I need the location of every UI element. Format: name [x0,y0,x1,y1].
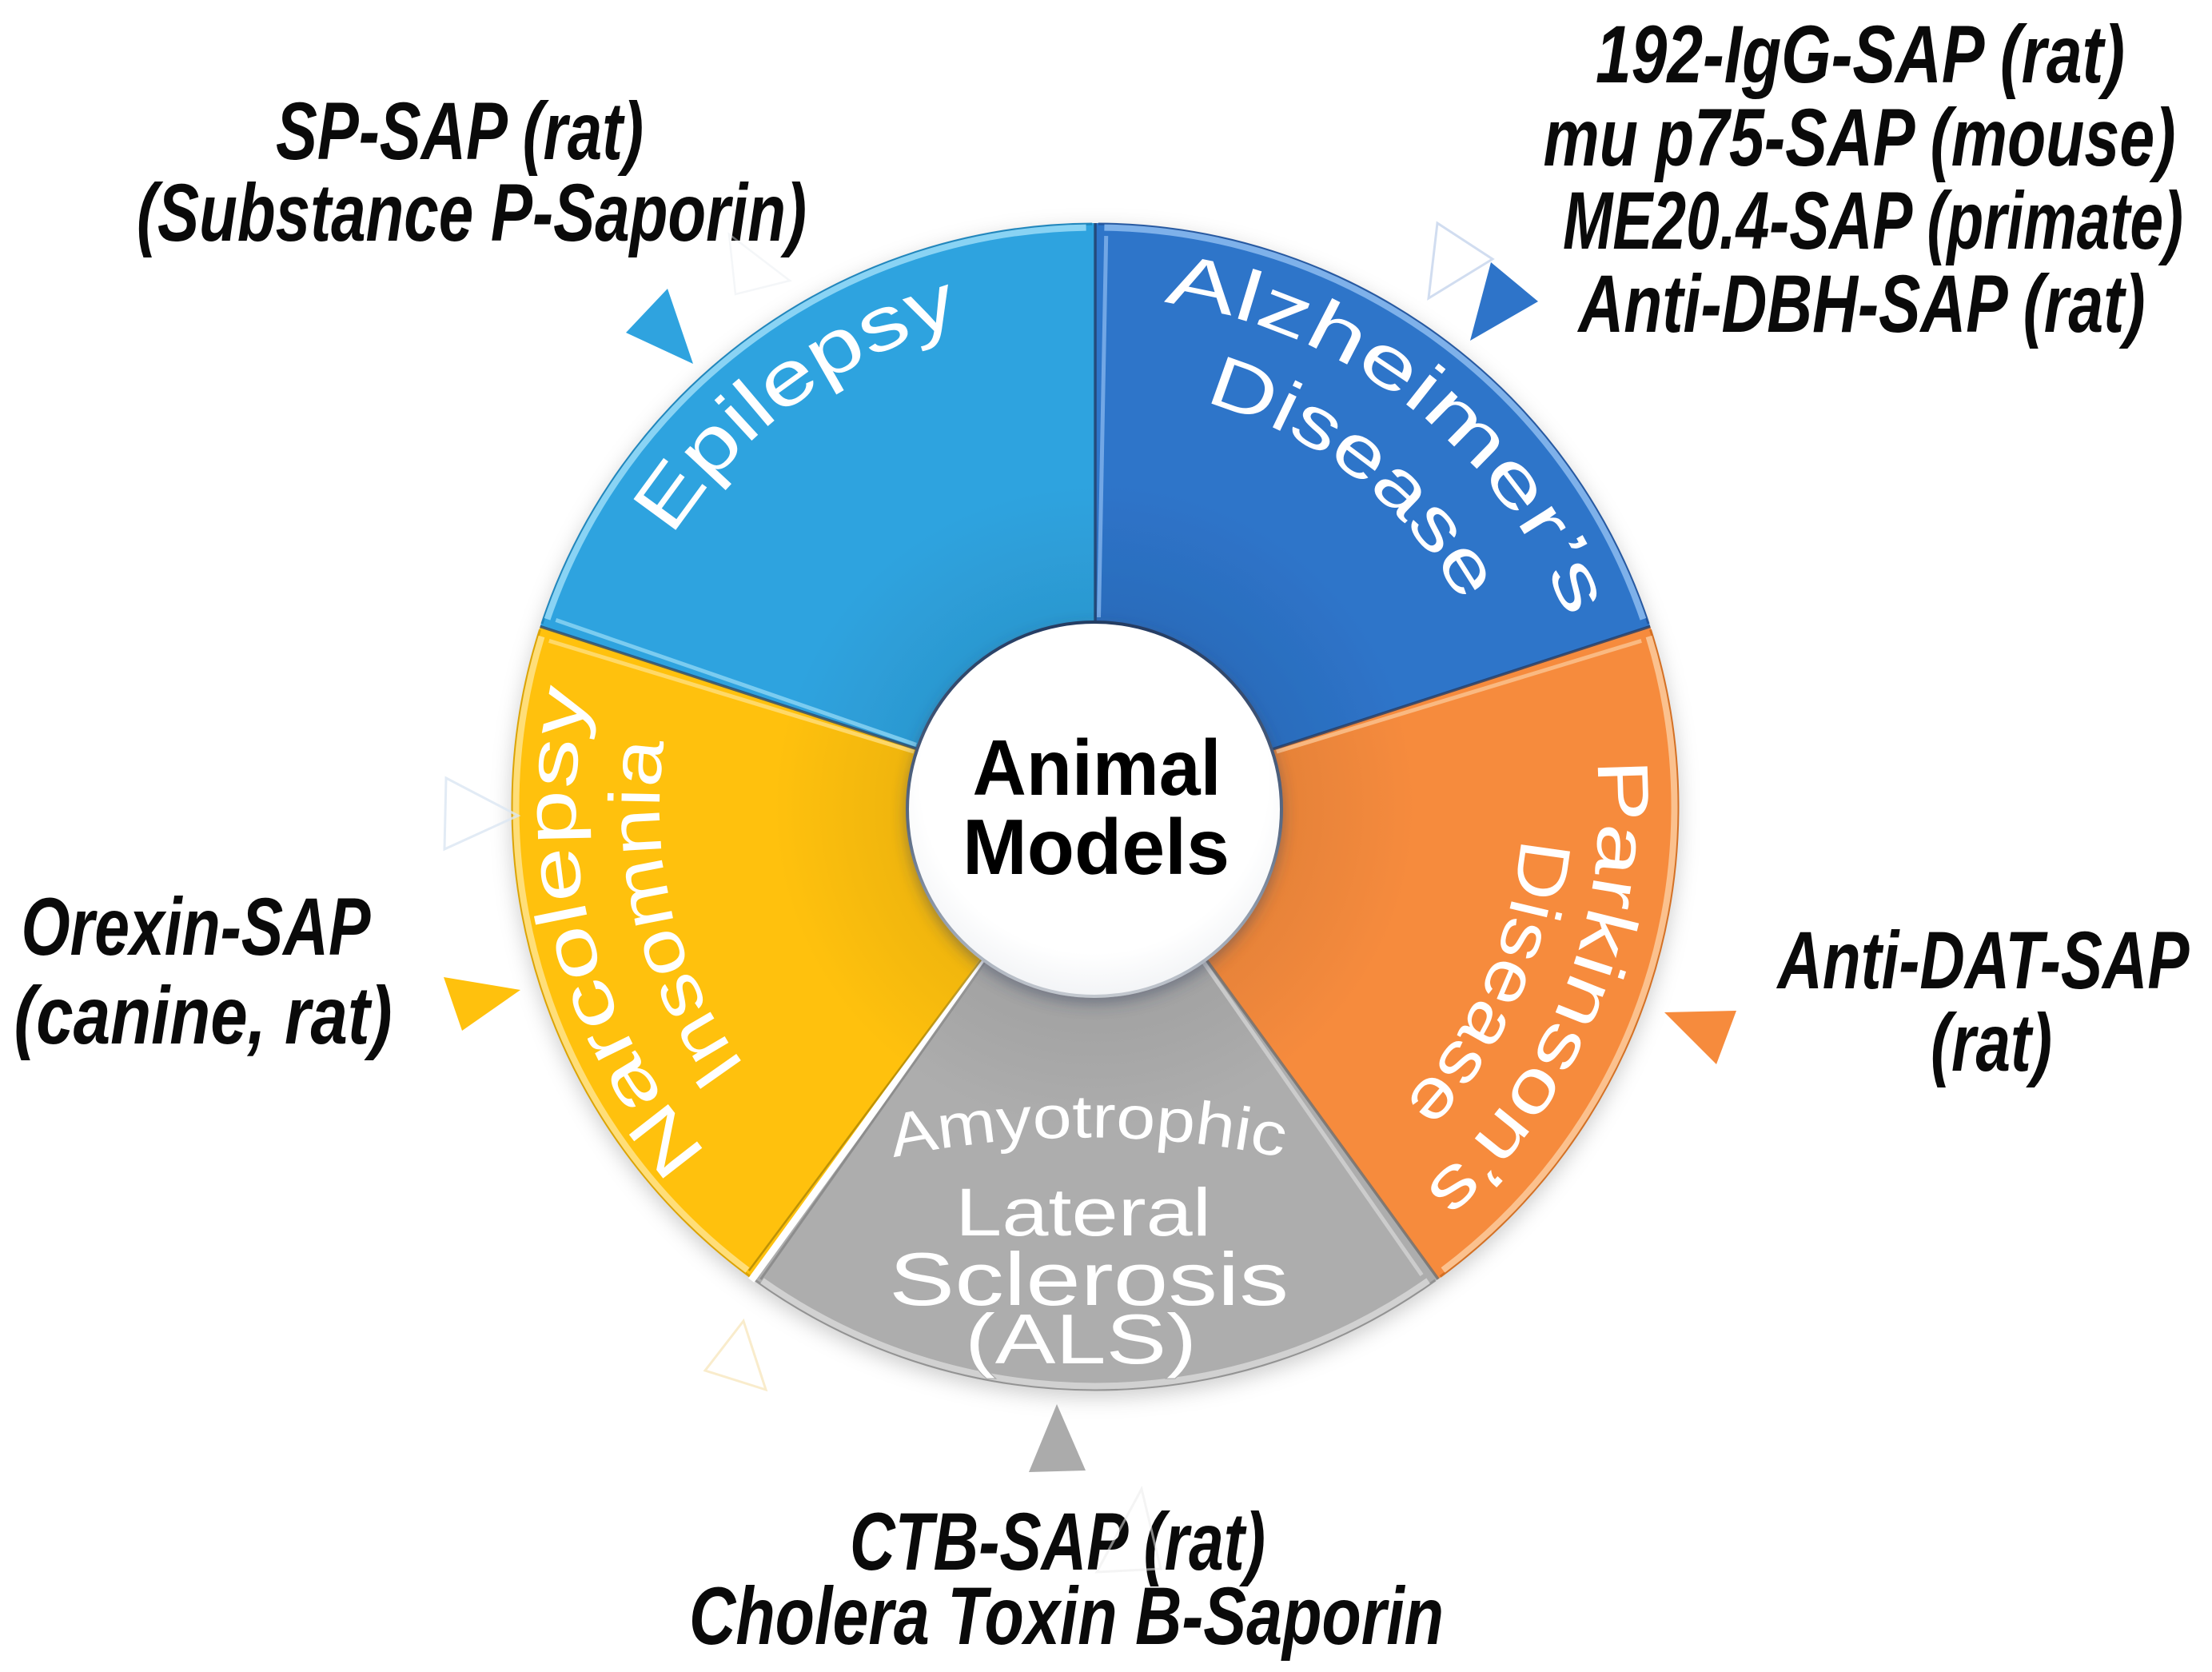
svg-text:mu p75-SAP (mouse): mu p75-SAP (mouse) [1544,92,2176,183]
svg-text:(rat): (rat) [1931,997,2052,1088]
svg-text:Lateral: Lateral [955,1175,1211,1250]
svg-text:(canine, rat): (canine, rat) [14,970,393,1061]
svg-text:Models: Models [963,803,1230,891]
svg-text:CTB-SAP (rat): CTB-SAP (rat) [850,1496,1265,1587]
svg-text:SP-SAP (rat): SP-SAP (rat) [276,86,644,177]
svg-text:Orexin-SAP: Orexin-SAP [22,881,372,972]
svg-text:Anti-DAT-SAP: Anti-DAT-SAP [1776,915,2190,1006]
svg-text:Cholera Toxin B-Saporin: Cholera Toxin B-Saporin [689,1570,1444,1662]
svg-text:Sclerosis: Sclerosis [889,1237,1289,1321]
svg-text:192-IgG-SAP (rat): 192-IgG-SAP (rat) [1596,9,2125,100]
svg-text:ME20.4-SAP (primate): ME20.4-SAP (primate) [1563,175,2183,266]
svg-text:Animal: Animal [973,724,1222,812]
svg-text:(ALS): (ALS) [965,1299,1197,1379]
svg-text:Anti-DBH-SAP (rat): Anti-DBH-SAP (rat) [1576,258,2145,349]
svg-text:(Substance P-Saporin): (Substance P-Saporin) [137,167,807,258]
